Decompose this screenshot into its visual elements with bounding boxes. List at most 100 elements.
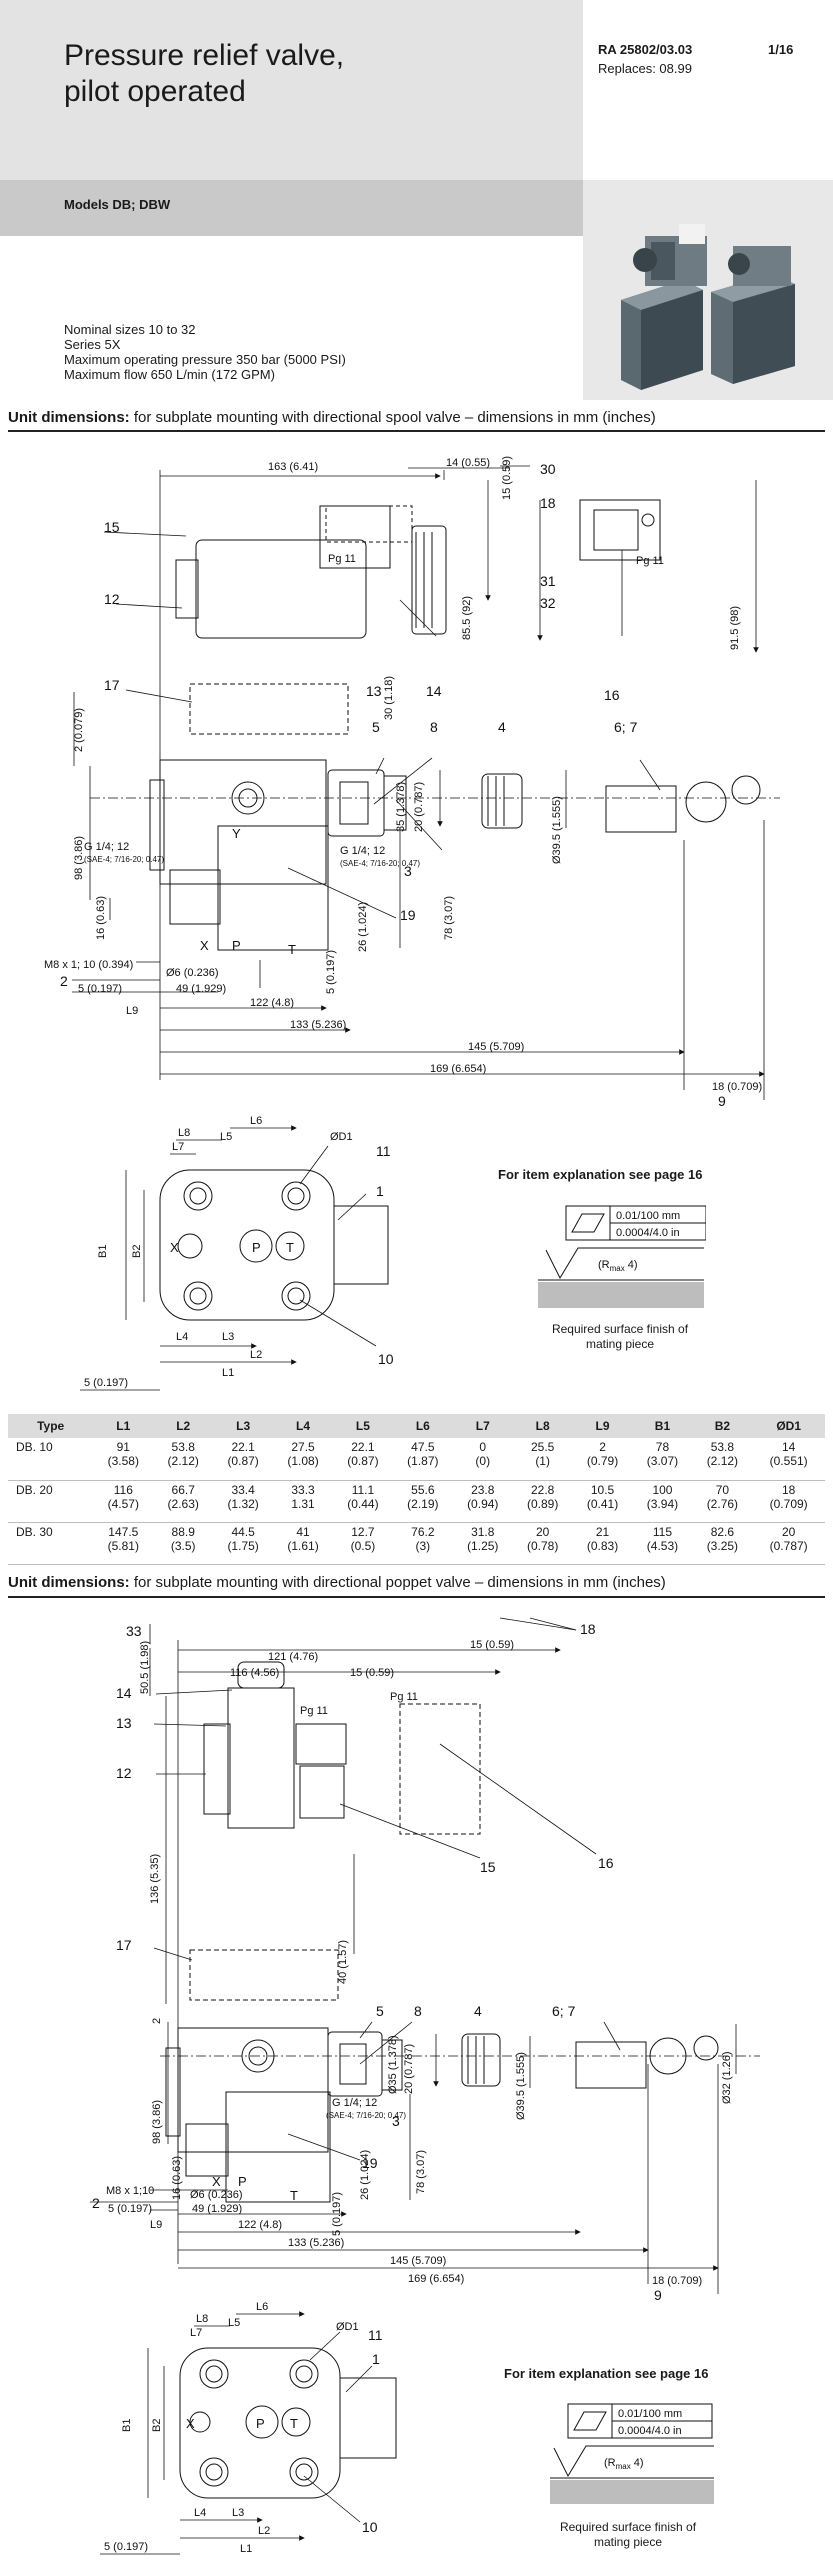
column-header: L9: [572, 1414, 633, 1438]
column-header: B1: [632, 1414, 693, 1438]
table-cell: 31.8(1.25): [452, 1522, 513, 1565]
dim-15: 15 (0.59): [501, 456, 513, 500]
s2-port-t: T: [290, 2188, 298, 2203]
table-cell: 53.8(2.12): [153, 1438, 214, 1481]
s2-dim-l9: L9: [150, 2219, 162, 2231]
dim-16: 16 (0.63): [95, 896, 107, 940]
column-header: L2: [153, 1414, 214, 1438]
poppet-valve-drawing: 33 18 14 13 12 15 16 17 5 8 4 6; 7 3 19 …: [90, 1617, 760, 2303]
item-16: 16: [604, 687, 620, 703]
value-mm: 0: [479, 1440, 487, 1454]
s2-item-18: 18: [580, 1621, 596, 1637]
value-inch: (3.94): [646, 1496, 679, 1511]
value-inch: (1.61): [287, 1538, 319, 1553]
value-mm: 70: [715, 1482, 730, 1497]
value-inch: (2.12): [167, 1454, 199, 1468]
table-cell: DB. 10: [8, 1438, 94, 1481]
dim-30: 30 (1.18): [383, 676, 395, 720]
s2-dim-98: 98 (3.86): [151, 2100, 163, 2144]
dim-133: 133 (5.236): [290, 1019, 346, 1031]
table-cell: 12.7(0.5): [332, 1522, 393, 1565]
surface-finish-2: 0.01/100 mm 0.0004/4.0 in (Rmax 4): [550, 2403, 714, 2504]
flatness-mm: 0.01/100 mm: [616, 1210, 680, 1222]
table-cell: 11.1(0.44): [332, 1480, 393, 1523]
dim-20: 20 (0.787): [413, 782, 425, 832]
value-mm: 2: [599, 1440, 606, 1454]
item-32: 32: [540, 595, 556, 611]
value-inch: (3): [415, 1538, 431, 1553]
tv2-l5: L5: [228, 2317, 240, 2329]
table-cell: 23.8(0.94): [452, 1480, 513, 1523]
s2-dim-116: 116 (4.56): [230, 1667, 279, 1679]
spec-list: Nominal sizes 10 to 32 Series 5X Maximum…: [64, 322, 346, 382]
g14-a: G 1/4; 12: [84, 841, 129, 853]
table-cell: 55.6(2.19): [392, 1480, 453, 1523]
column-header: L6: [392, 1414, 453, 1438]
value-inch: (0.709): [769, 1496, 808, 1511]
spool-valve-drawing: 163 (6.41) 14 (0.55) 30 18 15 12 13 14 3…: [44, 456, 780, 1109]
port-y: Y: [232, 826, 241, 841]
s2-dim-15a: 15 (0.59): [470, 1639, 514, 1651]
value-inch: (4.53): [646, 1538, 679, 1553]
s2-dim-5: 5 (0.197): [108, 2203, 152, 2215]
table-cell: 147.5(5.81): [93, 1522, 154, 1565]
item-12: 12: [104, 591, 120, 607]
s2-item-15: 15: [480, 1859, 496, 1875]
s2-dim-35: Ø35 (1.378): [387, 2035, 399, 2094]
tv2-l6: L6: [256, 2301, 268, 2313]
item-4: 4: [498, 719, 506, 735]
s2-dim-136: 136 (5.35): [149, 1854, 161, 1904]
tv2-port-p: P: [256, 2416, 265, 2431]
s2-dim-169: 169 (6.654): [408, 2273, 464, 2285]
value-mm: 91: [116, 1440, 130, 1454]
value-inch: (0.551): [769, 1454, 808, 1468]
value-mm: 78: [655, 1440, 670, 1454]
table-cell: 33.4(1.32): [213, 1480, 274, 1523]
valve-photo-image: [583, 180, 833, 400]
value-inch: (0.5): [350, 1538, 376, 1553]
models-label: Models DB; DBW: [64, 197, 171, 212]
tv1-port-t: T: [286, 1240, 294, 1255]
flatness-mm-2: 0.01/100 mm: [618, 2408, 682, 2420]
value-mm: 25.5: [530, 1440, 555, 1454]
value-mm: 82.6: [710, 1524, 735, 1539]
value-mm: 33.4: [231, 1482, 255, 1497]
s2-dim-5-vert: 5 (0.197): [331, 2192, 343, 2236]
page-number: 1/16: [768, 42, 794, 57]
tv1-l7: L7: [172, 1141, 184, 1153]
dim-91-5: 91.5 (98): [729, 606, 741, 650]
value-mm: 53.8: [171, 1440, 195, 1454]
table-cell: 47.5(1.87): [392, 1438, 453, 1481]
value-inch: (0.44): [347, 1496, 379, 1511]
rmax-value-2: (Rmax 4): [604, 2457, 644, 2471]
value-mm: 27.5: [291, 1440, 315, 1454]
tv2-b2: B2: [151, 2419, 163, 2432]
table-cell: 41(1.61): [273, 1522, 333, 1565]
tv1-l8: L8: [178, 1127, 190, 1139]
item-9: 9: [718, 1093, 726, 1109]
value-inch: (5.81): [107, 1538, 139, 1553]
g14-a-sub: (SAE-4; 7/16-20; 0.47): [84, 855, 164, 864]
section-heading-poppet: Unit dimensions: for subplate mounting w…: [8, 1574, 666, 1591]
dim-35: 35 (1.378): [395, 782, 407, 832]
s2-pg11-b: Pg 11: [390, 1691, 418, 1703]
value-inch: (0.87): [347, 1454, 379, 1468]
tv2-dim-5: 5 (0.197): [104, 2541, 148, 2553]
dim-122: 122 (4.8): [250, 997, 294, 1009]
table-cell: 22.1(0.87): [332, 1438, 393, 1481]
pg11-a: Pg 11: [328, 553, 356, 565]
table-cell: 21(0.83): [572, 1522, 633, 1565]
tv1-l1: L1: [222, 1367, 234, 1379]
dim-5-vert: 5 (0.197): [325, 950, 337, 994]
tv1-item-1: 1: [376, 1183, 384, 1199]
dim-m8: M8 x 1; 10 (0.394): [44, 959, 133, 971]
value-mm: 20: [781, 1524, 796, 1539]
value-inch: (2.63): [167, 1496, 199, 1511]
tv2-l7: L7: [190, 2327, 202, 2339]
s2-item-16: 16: [598, 1855, 614, 1871]
item-15: 15: [104, 519, 120, 535]
document-number: RA 25802/03.03: [598, 42, 693, 57]
